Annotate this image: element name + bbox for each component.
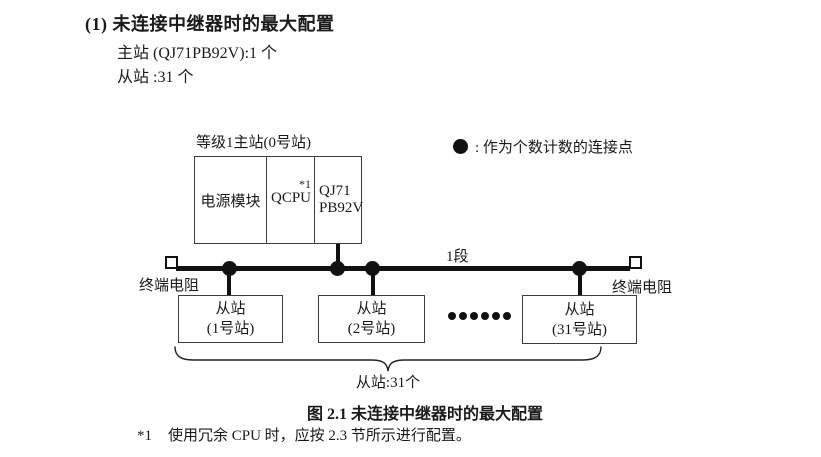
- footnote-marker: *1: [137, 428, 152, 444]
- slave-station-box-2: 从站 (2号站): [318, 295, 425, 343]
- slave31-label-line1: 从站: [564, 301, 595, 318]
- pb92v-label-line2: PB92V: [319, 200, 364, 216]
- pb92v-cell: QJ71 PB92V: [314, 157, 364, 243]
- slave2-label-line1: 从站: [356, 301, 387, 317]
- connection-dot-slave2: [365, 261, 380, 276]
- legend: : 作为个数计数的连接点: [453, 136, 633, 157]
- cpu-label: QCPU: [271, 190, 312, 206]
- master-drop-line: [336, 244, 340, 268]
- master-count-line: 主站 (QJ71PB92V):1 个: [117, 45, 278, 62]
- slave1-label-line2: (1号站): [206, 321, 255, 337]
- terminator-right-icon: [629, 256, 642, 269]
- pb92v-label-line1: QJ71: [319, 183, 351, 199]
- segment-label: 1段: [446, 249, 469, 265]
- terminator-left-icon: [165, 256, 178, 269]
- connection-dot-slave31: [572, 261, 587, 276]
- master-station-label: 等级1主站(0号站): [196, 135, 311, 151]
- slave1-drop-line: [227, 269, 231, 296]
- slave-count-line: 从站 :31 个: [117, 69, 194, 86]
- cpu-footnote-marker: *1: [299, 177, 311, 191]
- ellipsis-dots-icon: [448, 312, 511, 320]
- slave-group-brace: [174, 346, 602, 372]
- connection-dot-slave1: [222, 261, 237, 276]
- slave-station-box-1: 从站 (1号站): [178, 295, 283, 343]
- slave31-label-line2: (31号站): [552, 321, 607, 338]
- slave-total-label: 从站:31个: [355, 375, 421, 391]
- terminator-right-label: 终端电阻: [612, 280, 673, 296]
- power-module-cell: 电源模块: [200, 193, 261, 210]
- slave-station-box-31: 从站 (31号站): [522, 295, 637, 344]
- connection-dot-master: [330, 261, 345, 276]
- legend-label: : 作为个数计数的连接点: [475, 140, 633, 156]
- footnote: *1 使用冗余 CPU 时，应按 2.3 节所示进行配置。: [137, 424, 471, 445]
- connection-point-icon: [453, 139, 468, 154]
- slave1-label-line1: 从站: [215, 301, 246, 317]
- bus-line: [176, 266, 630, 271]
- slave31-drop-line: [578, 269, 582, 296]
- cpu-cell: *1 QCPU: [266, 157, 314, 243]
- terminator-left-label: 终端电阻: [139, 278, 200, 294]
- master-station-box: 电源模块 *1 QCPU QJ71 PB92V: [194, 156, 364, 244]
- footnote-text: 使用冗余 CPU 时，应按 2.3 节所示进行配置。: [168, 428, 471, 444]
- slave2-label-line2: (2号站): [347, 321, 396, 337]
- section-heading: (1) 未连接中继器时的最大配置: [85, 14, 335, 34]
- figure-caption: 图 2.1 未连接中继器时的最大配置: [307, 406, 544, 423]
- slave2-drop-line: [371, 269, 375, 296]
